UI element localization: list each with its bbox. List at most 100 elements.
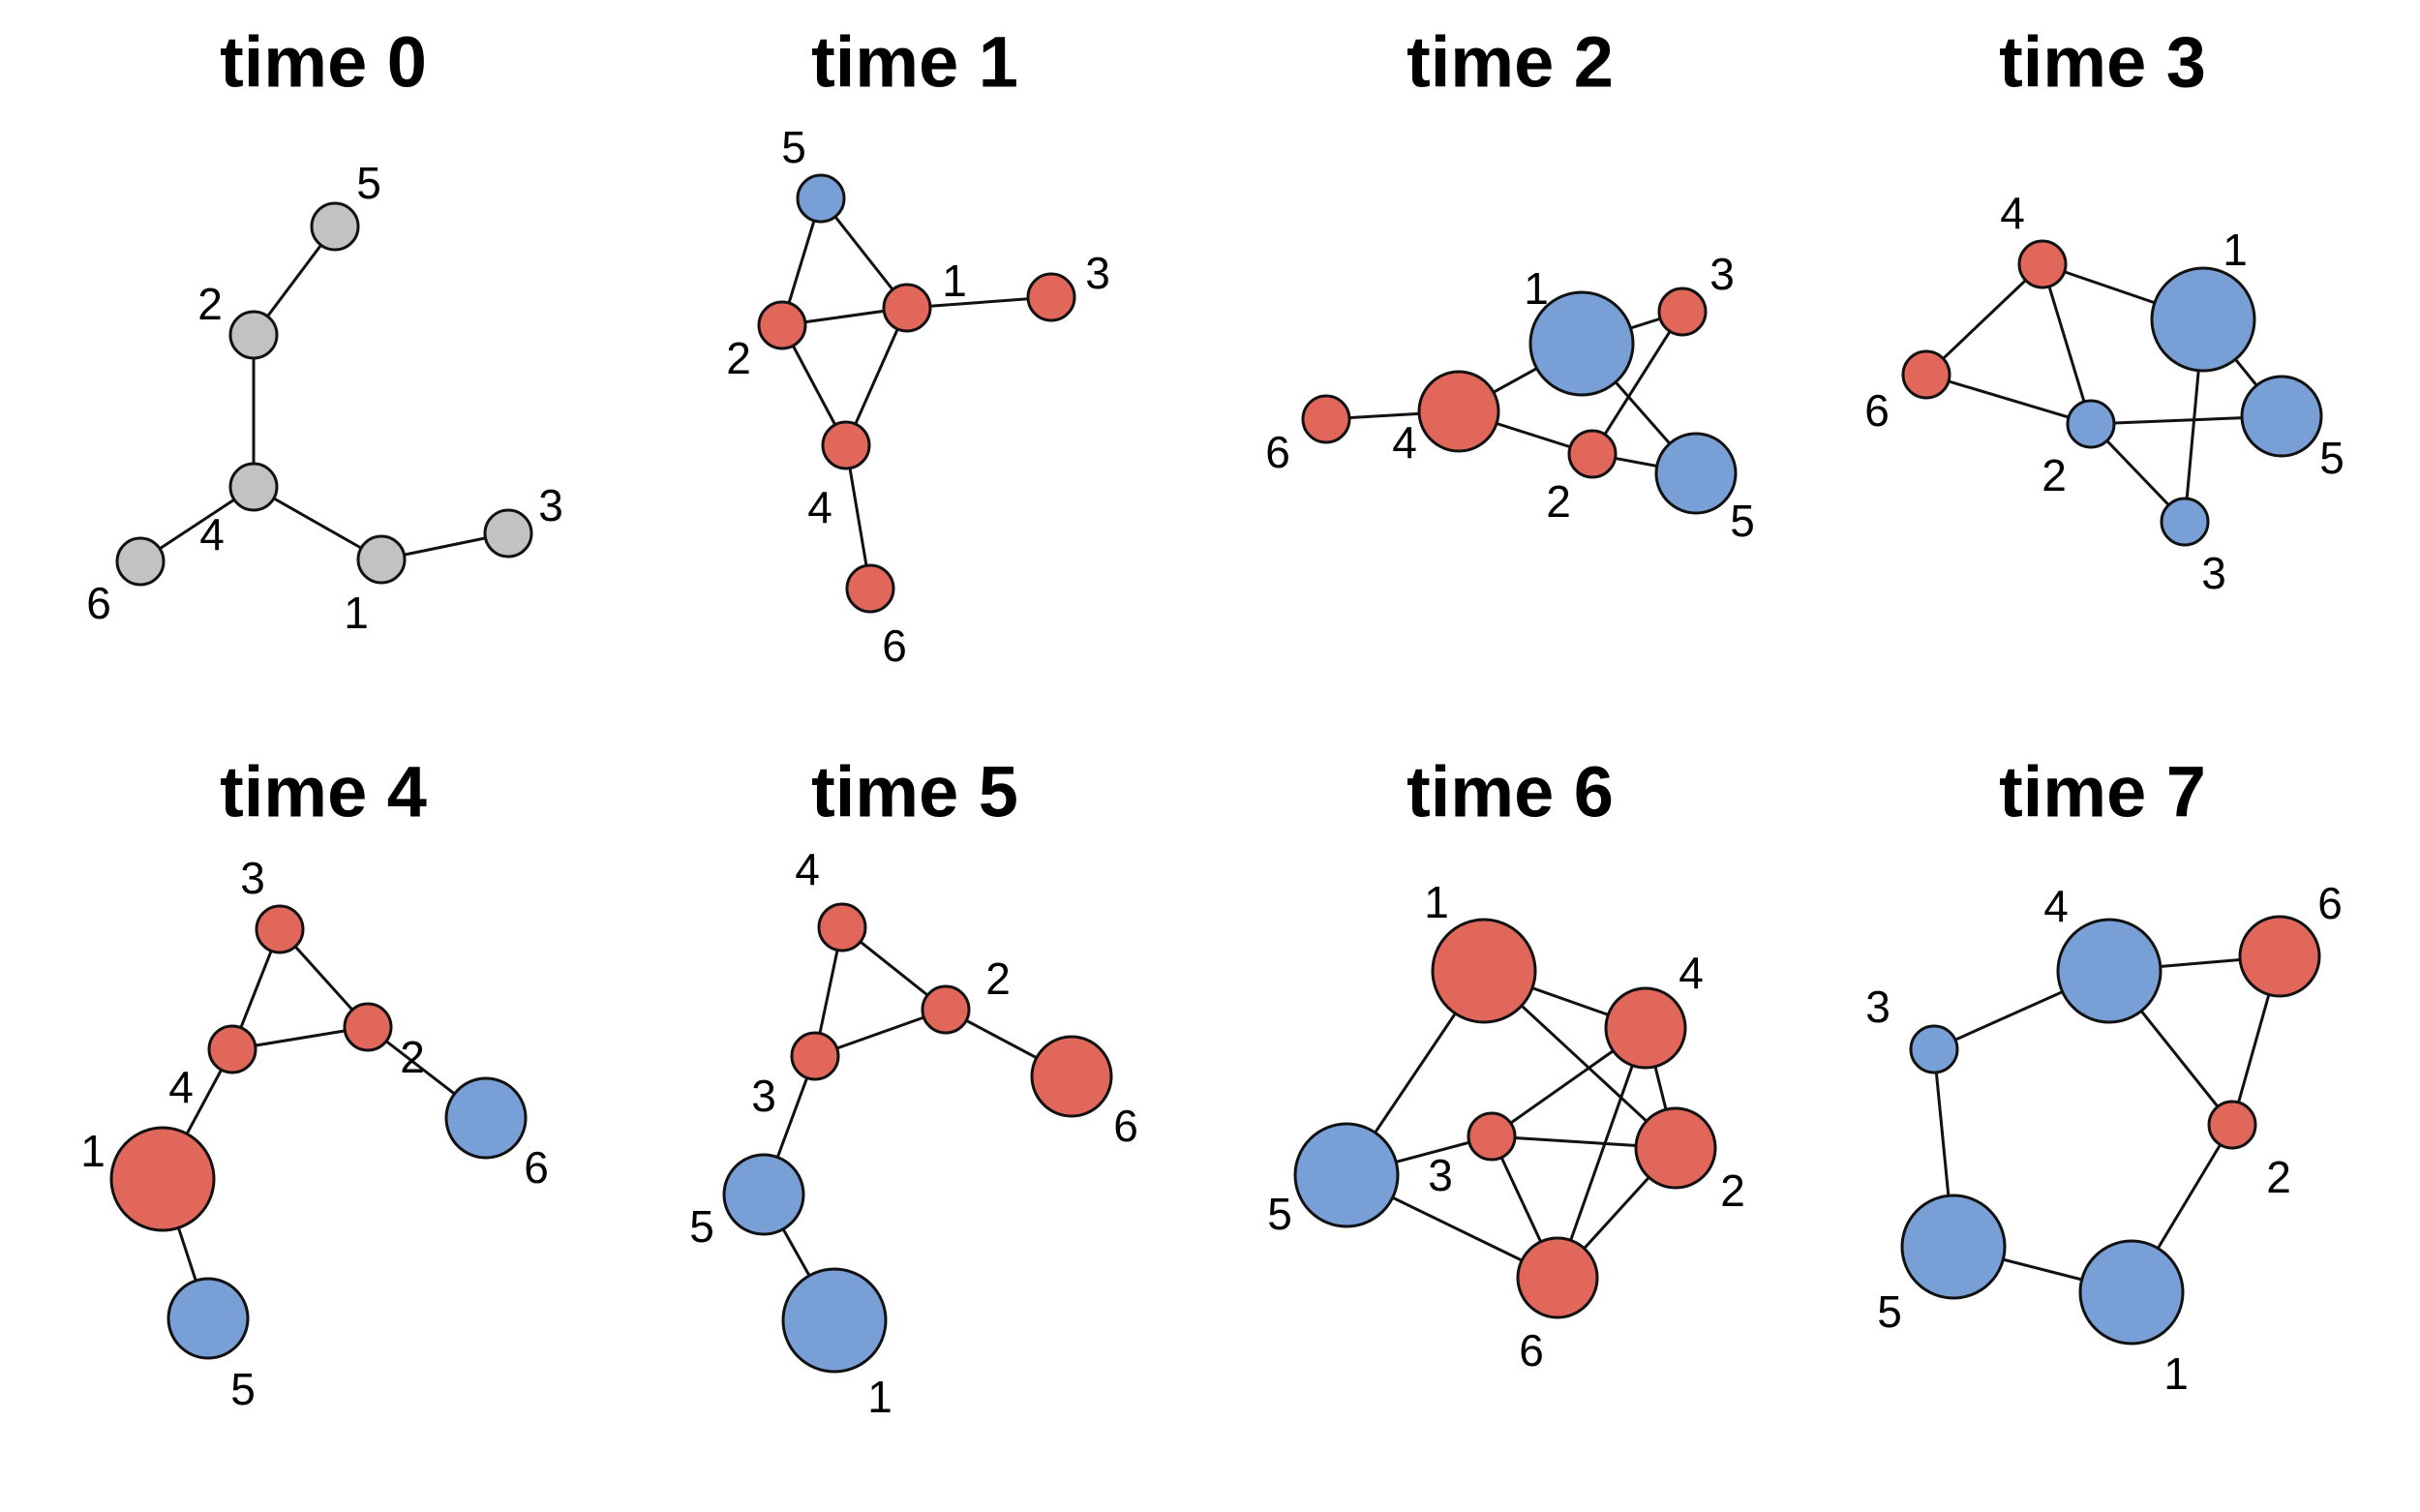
node-4 [821,420,871,470]
node-label-4: 4 [807,482,832,532]
node-1 [2150,266,2256,373]
edge-4-2 [2041,263,2093,425]
node-6 [845,563,895,614]
node-label-1: 1 [1424,877,1449,927]
node-label-2: 2 [2266,1152,2291,1202]
node-3 [1909,1024,1959,1074]
node-1 [882,283,932,333]
panel-title: time 4 [220,752,427,832]
node-2 [1567,429,1618,479]
node-2 [343,1002,393,1052]
node-label-1: 1 [344,588,369,638]
node-6 [1301,394,1351,444]
node-6 [444,1076,528,1160]
node-label-3: 3 [2201,548,2226,598]
node-1 [1431,918,1537,1024]
node-label-3: 3 [1428,1150,1453,1200]
node-2 [1634,1106,1717,1190]
node-4 [1604,986,1687,1070]
node-label-4: 4 [1392,417,1417,468]
edge-4-6 [1556,1027,1648,1279]
node-label-6: 6 [882,620,907,671]
node-5 [1654,432,1738,515]
node-label-5: 5 [2319,433,2344,483]
node-3 [483,508,533,559]
node-label-2: 2 [197,279,223,329]
node-label-1: 1 [80,1126,106,1176]
node-1 [781,1267,888,1374]
node-5 [1293,1122,1400,1228]
edges [161,927,487,1319]
node-3 [2160,497,2210,547]
node-label-1: 1 [942,256,967,306]
panel-title: time 6 [1407,752,1614,832]
node-2 [757,300,807,350]
node-label-3: 3 [1085,248,1110,298]
node-3 [255,904,305,954]
node-label-4: 4 [795,844,820,894]
node-1 [109,1126,216,1232]
node-label-3: 3 [751,1071,776,1121]
node-label-2: 2 [400,1032,425,1082]
node-2 [2066,399,2116,449]
node-label-5: 5 [1267,1189,1292,1239]
node-5 [310,201,360,252]
node-5 [796,173,846,224]
edge-6-2 [1925,373,2092,426]
panel-title: time 0 [220,22,427,103]
node-label-3: 3 [538,480,563,530]
edge-1-4 [844,307,909,446]
node-6 [2238,915,2321,998]
node-6 [1030,1035,1113,1118]
node-3 [1026,272,1076,322]
node-4 [2056,918,2163,1024]
node-4 [228,462,279,512]
panel-title: time 3 [1999,22,2206,103]
node-1 [1528,290,1635,397]
node-label-6: 6 [1265,427,1290,477]
node-label-4: 4 [168,1062,194,1112]
panel-title: time 1 [811,22,1018,103]
node-label-4: 4 [199,509,225,559]
panel-title: time 5 [811,752,1018,832]
node-label-2: 2 [726,333,751,383]
node-1 [356,534,407,585]
node-label-3: 3 [1709,249,1735,299]
node-3 [1657,287,1708,337]
node-3 [1467,1111,1517,1162]
node-6 [1901,349,1951,400]
node-label-5: 5 [230,1364,256,1414]
node-4 [1417,370,1500,453]
node-label-4: 4 [2043,881,2069,931]
node-label-1: 1 [1524,263,1549,314]
node-label-5: 5 [1877,1286,1902,1337]
node-label-3: 3 [240,853,265,903]
node-label-2: 2 [1546,476,1571,527]
node-label-1: 1 [2223,225,2248,275]
node-3 [790,1031,840,1081]
node-5 [1900,1194,2007,1300]
node-4 [2017,239,2068,289]
edges [139,226,509,563]
node-label-6: 6 [1864,385,1890,436]
node-label-4: 4 [2000,188,2025,238]
edges [762,925,1073,1321]
edge-4-6 [1924,262,2044,377]
panel-title: time 7 [1999,752,2206,832]
node-1 [2078,1239,2185,1346]
node-label-2: 2 [1720,1165,1745,1216]
